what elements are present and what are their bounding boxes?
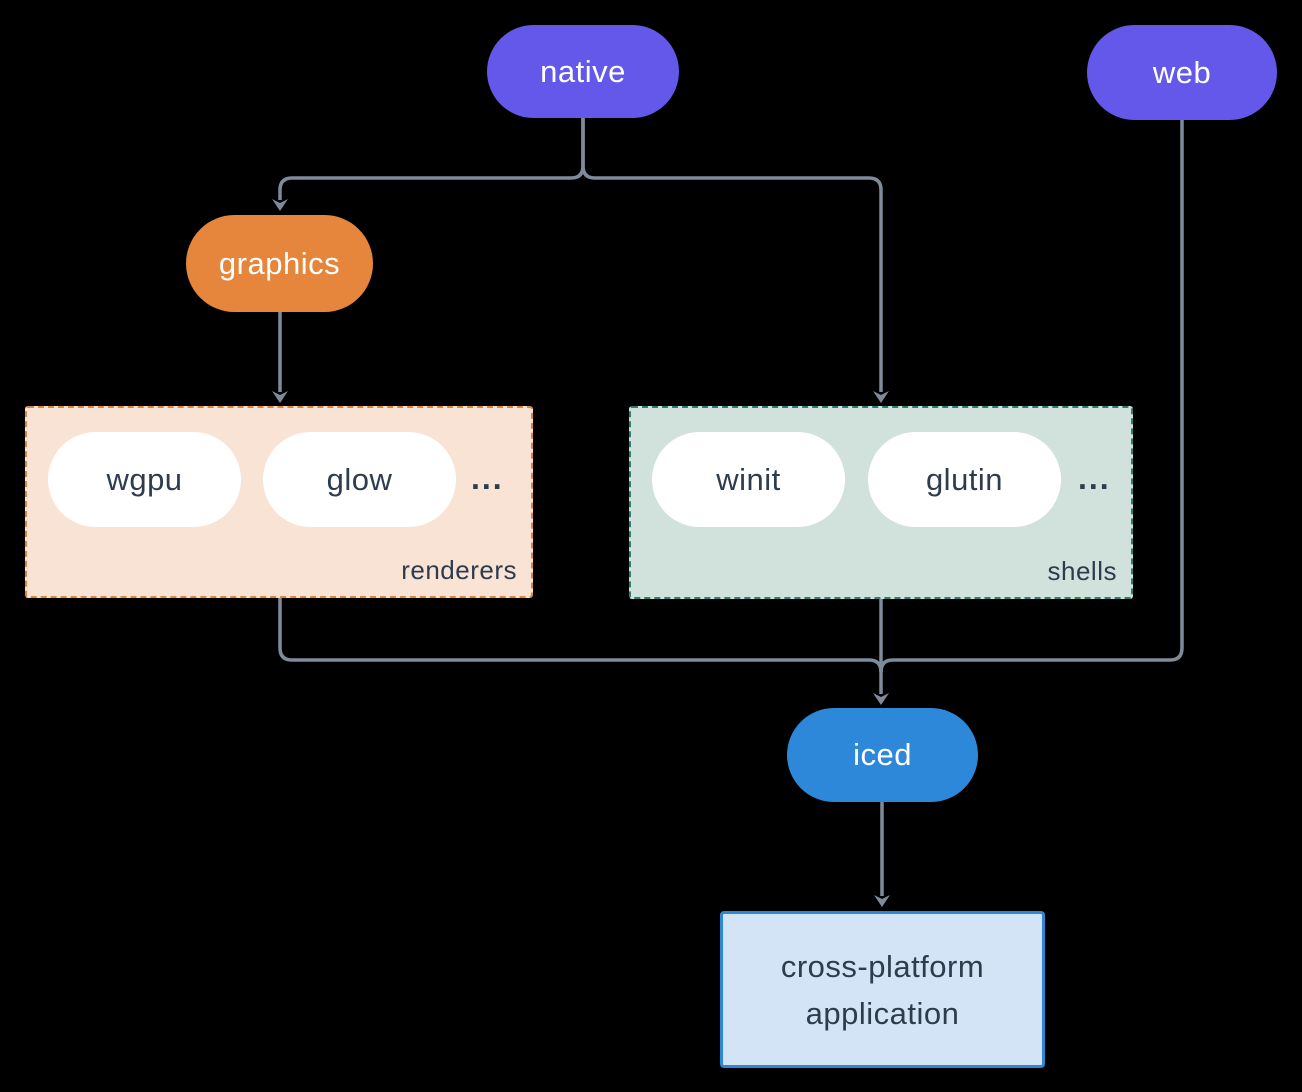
node-graphics: graphics	[186, 215, 373, 312]
node-glow: glow	[263, 432, 456, 527]
edge-native-graphics	[278, 118, 585, 200]
node-glutin: glutin	[868, 432, 1061, 527]
node-wgpu-label: wgpu	[106, 461, 183, 497]
edge-renderers-merge	[278, 598, 883, 673]
node-iced: iced	[787, 708, 978, 802]
node-glutin-label: glutin	[925, 461, 1004, 497]
renderers-group-label: renderers	[401, 555, 517, 585]
node-winit: winit	[652, 432, 845, 527]
renderers-ellipsis: ...	[471, 460, 504, 496]
node-native: native	[487, 25, 679, 118]
node-wgpu: wgpu	[48, 432, 241, 527]
node-iced-label: iced	[853, 737, 912, 772]
node-cross-platform-application: cross-platform application	[720, 911, 1045, 1068]
node-glow-label: glow	[326, 461, 393, 497]
arrowhead-app	[874, 895, 890, 907]
arrowhead-renderers	[272, 391, 288, 403]
shells-ellipsis: ...	[1078, 460, 1111, 496]
node-graphics-label: graphics	[218, 245, 341, 281]
group-renderers: wgpu glow ... renderers	[25, 406, 533, 598]
arrowhead-graphics	[272, 199, 288, 211]
arrowhead-iced	[873, 693, 889, 705]
shells-group-label: shells	[1047, 556, 1117, 586]
arrowhead-shells	[873, 391, 889, 403]
app-label-line2: application	[805, 995, 960, 1031]
app-label-line1: cross-platform	[780, 948, 985, 984]
node-winit-label: winit	[716, 461, 781, 497]
node-web-label: web	[1152, 54, 1212, 90]
group-shells: winit glutin ... shells	[629, 406, 1133, 599]
edge-native-shells	[581, 118, 883, 392]
node-native-label: native	[540, 53, 626, 89]
node-web: web	[1087, 25, 1277, 120]
